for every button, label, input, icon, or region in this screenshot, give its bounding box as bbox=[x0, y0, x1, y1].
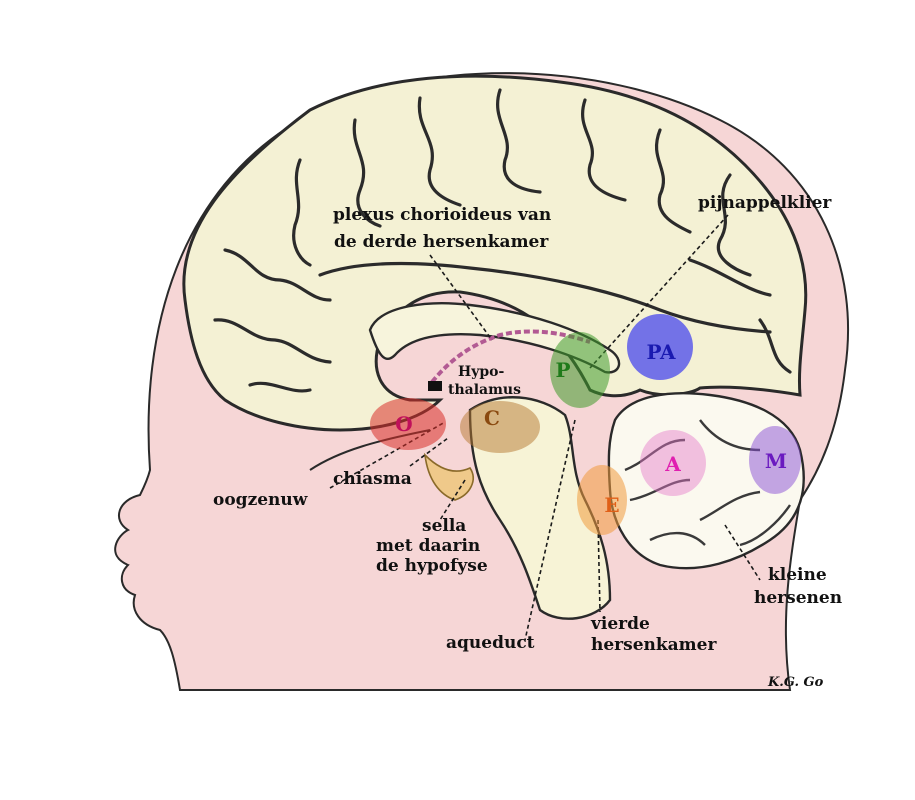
marker-O-region bbox=[370, 398, 446, 450]
label-chiasma: chiasma bbox=[333, 469, 412, 489]
gyri-lines bbox=[213, 88, 792, 393]
marker-A-region bbox=[640, 430, 706, 496]
marker-M-region bbox=[749, 426, 801, 494]
label-plexus-line1: plexus chorioideus van bbox=[333, 205, 551, 225]
marker-PA: PA bbox=[646, 340, 676, 364]
marker-P: P bbox=[555, 358, 570, 382]
label-plexus-line2: de derde hersenkamer bbox=[334, 232, 549, 252]
label-vierde-line1: vierde bbox=[590, 614, 650, 634]
marker-PA-region bbox=[627, 314, 693, 380]
marker-A: A bbox=[664, 452, 681, 476]
marker-E: E bbox=[604, 493, 619, 517]
hypothalamus-mark bbox=[428, 381, 442, 391]
signature: K.G. Go bbox=[767, 675, 824, 690]
sella-hypofyse bbox=[423, 452, 474, 501]
label-aqueduct: aqueduct bbox=[446, 633, 535, 653]
label-hypothalamus-line2: thalamus bbox=[448, 382, 521, 398]
label-sella-line1: sella bbox=[422, 516, 466, 536]
label-vierde-line2: hersenkamer bbox=[591, 635, 717, 655]
label-hypothalamus-line1: Hypo- bbox=[458, 364, 504, 380]
marker-O: O bbox=[395, 412, 412, 436]
marker-E-region bbox=[577, 465, 627, 535]
plexus-choroideus bbox=[430, 329, 591, 384]
label-kleine-line1: kleine bbox=[768, 565, 827, 585]
labels: plexus chorioideus van de derde hersenka… bbox=[213, 193, 842, 690]
label-sella-line3: de hypofyse bbox=[376, 556, 488, 576]
label-sella-line2: met daarin bbox=[376, 536, 480, 556]
marker-M: M bbox=[765, 449, 787, 473]
region-markers: O C P PA A M E bbox=[370, 314, 801, 535]
label-pijnappelklier: pijnappelklier bbox=[698, 193, 832, 213]
marker-P-region bbox=[550, 332, 610, 408]
label-oogzenuw: oogzenuw bbox=[213, 490, 308, 510]
marker-C: C bbox=[484, 406, 500, 430]
label-kleine-line2: hersenen bbox=[754, 588, 842, 608]
leader-lines bbox=[329, 214, 761, 641]
marker-C-region bbox=[460, 401, 540, 453]
